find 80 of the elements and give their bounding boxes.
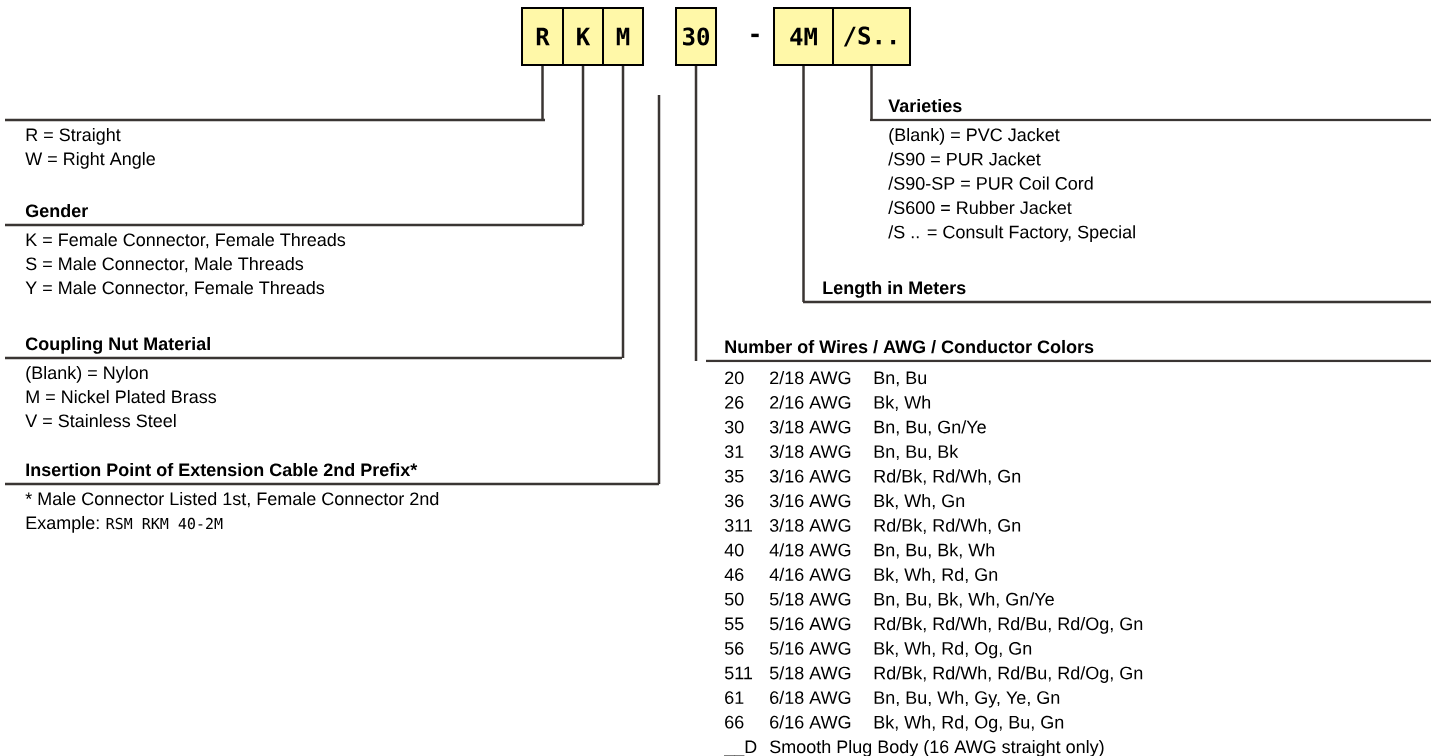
table-cell: 2/16 AWG [770,395,851,409]
table-cell: Bk, Wh, Rd, Gn [874,567,998,584]
table-cell: 35 [724,469,744,483]
part-number-example: RSM RKM 40-2M [106,517,223,530]
example-text: Example: [26,515,99,533]
table-cell: 31 [724,445,744,458]
table-cell: 6/18 AWG [770,690,851,704]
table-cell: 56 [724,642,744,655]
table-cell: 3/18 AWG [769,518,851,532]
table-cell: 30 [724,420,744,434]
code-box: K [562,7,604,66]
option-text: /S90 = PUR Jacket [888,152,1041,166]
table-cell: 6/16 AWG [770,715,851,729]
option-text: R = Straight [26,127,121,145]
option-text: /S90-SP = PUR Coil Cord [888,176,1093,190]
leader-line [694,66,698,361]
table-cell: Rd/Bk, Rd/Wh, Rd/Bu, Rd/Og, Gn [874,666,1143,683]
code-box: R [521,7,564,66]
table-cell: 3/18 AWG [769,420,851,434]
table-cell: 36 [724,494,744,508]
option-text: /S .. = Consult Factory, Special [888,225,1135,242]
table-cell: 4/18 AWG [769,543,851,557]
table-cell: 26 [725,396,744,409]
table-cell: 311 [724,519,752,532]
leader-line [541,66,544,120]
section-heading: Insertion Point of Extension Cable 2nd Prefix* [5,462,659,486]
code-box: M [602,7,644,66]
section-heading: Varieties [870,98,1431,122]
table-cell: Rd/Bk, Rd/Wh, Gn [874,469,1021,485]
option-text: V = Stainless Steel [25,413,176,428]
table-cell: 3/18 AWG [769,444,851,458]
table-cell: 50 [724,592,744,606]
code-box: /S.. [832,7,911,66]
separator-dash: - [751,33,759,38]
table-cell: 5/16 AWG [769,641,851,655]
table-cell: 3/16 AWG [769,469,851,483]
table-cell: Bn, Bu, Wh, Gy, Ye, Gn [874,690,1060,708]
section-heading: Number of Wires / AWG / Conductor Colors [706,339,1431,363]
table-cell: 61 [725,691,744,704]
table-cell: 5/16 AWG [769,616,851,631]
code-box: 30 [675,7,717,66]
table-cell: 46 [724,568,744,581]
table-cell: __D [723,740,757,756]
section-heading: Length in Meters [803,280,1431,304]
leader-line [621,66,625,358]
leader-line [581,66,585,225]
option-text: (Blank) = PVC Jacket [889,127,1060,145]
option-text: M = Nickel Plated Brass [26,389,217,404]
table-cell: Bk, Wh, Rd, Og, Bu, Gn [874,715,1064,733]
table-cell: 3/16 AWG [769,493,851,508]
leader-line [657,95,661,484]
leader-line [870,66,873,120]
table-cell: 511 [724,666,752,680]
option-text: W = Right Angle [25,151,155,169]
table-cell: 5/18 AWG [769,592,851,606]
table-cell: 4/16 AWG [769,567,851,581]
table-cell: 40 [724,543,744,557]
table-cell: 66 [725,715,744,729]
table-cell: Smooth Plug Body (16 AWG straight only) [770,739,1104,756]
table-cell: Bn, Bu, Gn/Ye [874,420,986,436]
table-cell: Bn, Bu, Bk [874,444,959,461]
table-cell: Rd/Bk, Rd/Wh, Gn [874,518,1021,534]
table-cell: Bk, Wh [874,395,931,411]
code-box: 4M [773,7,834,66]
table-cell: 55 [724,617,744,631]
option-text: /S600 = Rubber Jacket [888,200,1072,215]
table-cell: Bn, Bu, Bk, Wh [874,543,995,559]
option-text: Y = Male Connector, Female Threads [25,280,325,297]
table-cell: 5/18 AWG [769,666,851,680]
option-text: * Male Connector Listed 1st, Female Connector 2nd [25,491,439,508]
option-text: (Blank) = Nylon [26,365,148,383]
table-cell: Bk, Wh, Gn [874,493,965,510]
leader-line [802,66,805,302]
section-heading: Coupling Nut Material [5,336,622,360]
table-cell: Rd/Bk, Rd/Wh, Rd/Bu, Rd/Og, Gn [874,616,1143,634]
option-text: S = Male Connector, Male Threads [26,256,304,273]
table-cell: Bn, Bu, Bk, Wh, Gn/Ye [874,592,1054,608]
section-heading: Gender [5,203,583,227]
option-text: K = Female Connector, Female Threads [26,232,346,249]
table-cell: Bk, Wh, Rd, Og, Gn [874,641,1032,659]
